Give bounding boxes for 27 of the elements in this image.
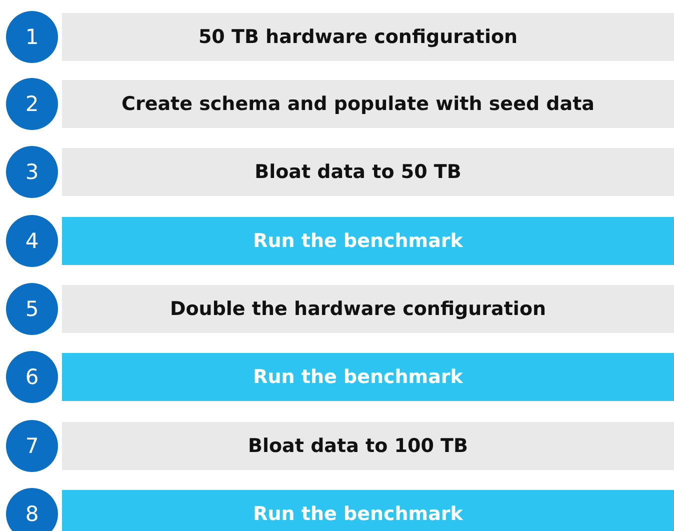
step-number-circle xyxy=(6,215,58,267)
step-number-circle xyxy=(6,420,58,472)
step-label: Double the hardware configuration xyxy=(170,298,546,320)
step-bar xyxy=(62,353,674,401)
step-number-circle xyxy=(6,11,58,63)
step-label: 50 TB hardware configuration xyxy=(198,26,518,48)
step-number-circle xyxy=(6,283,58,335)
step-number: 3 xyxy=(25,160,39,184)
step-label: Bloat data to 100 TB xyxy=(248,435,468,457)
step-number: 6 xyxy=(25,365,39,389)
step-number: 4 xyxy=(25,229,39,253)
step-number-circle xyxy=(6,146,58,198)
step-bar xyxy=(62,217,674,265)
step-number: 5 xyxy=(25,297,39,321)
step-label: Run the benchmark xyxy=(253,230,463,252)
step-label: Run the benchmark xyxy=(253,503,463,525)
step-number: 1 xyxy=(25,25,39,49)
step-number: 2 xyxy=(25,92,39,116)
step-number-circle xyxy=(6,488,58,531)
step-bar xyxy=(62,490,674,531)
step-number-circle xyxy=(6,351,58,403)
step-number-circle xyxy=(6,78,58,130)
step-label: Bloat data to 50 TB xyxy=(254,161,462,183)
step-number: 8 xyxy=(25,502,39,526)
step-number: 7 xyxy=(25,434,39,458)
step-label: Run the benchmark xyxy=(253,366,463,388)
step-label: Create schema and populate with seed data xyxy=(122,93,594,115)
